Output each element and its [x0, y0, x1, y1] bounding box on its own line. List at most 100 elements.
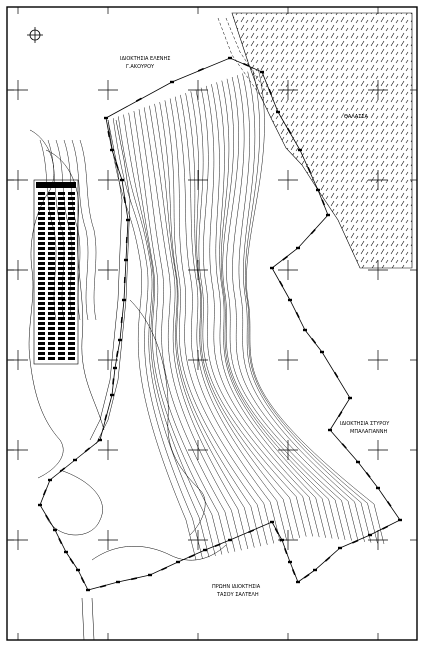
- boundary-vertex: [53, 528, 57, 532]
- plant-row: [48, 312, 55, 315]
- label-owner-north-2: Γ.ΑΚΟΥΡΟΥ: [126, 64, 155, 70]
- terrain-line-west: [28, 129, 64, 479]
- plant-row: [68, 312, 75, 315]
- plant-row: [68, 352, 75, 355]
- boundary-vertex: [116, 580, 120, 584]
- plant-row: [68, 207, 75, 210]
- boundary-vertex: [126, 218, 130, 222]
- plant-row: [48, 287, 55, 290]
- boundary-vertex: [303, 328, 307, 332]
- plant-row: [38, 277, 45, 280]
- plantation-block-outline: [33, 179, 79, 365]
- plant-row: [38, 212, 45, 215]
- segment-mark: [69, 558, 75, 565]
- plant-row: [48, 297, 55, 300]
- plant-row: [68, 252, 75, 255]
- contour-line: [164, 100, 268, 545]
- plant-row: [48, 342, 55, 345]
- plant-row: [48, 202, 55, 205]
- boundary-vertex: [288, 298, 292, 302]
- boundary-vertex: [398, 518, 402, 522]
- plant-row: [58, 317, 65, 320]
- plant-row: [58, 267, 65, 270]
- contour-line: [238, 73, 365, 542]
- plant-row: [68, 337, 75, 340]
- grid-cross: [278, 530, 298, 550]
- plant-row: [38, 312, 45, 315]
- plant-row: [38, 262, 45, 265]
- boundary-vertex: [313, 568, 317, 572]
- plant-row: [58, 222, 65, 225]
- plant-row: [48, 322, 55, 325]
- plant-row: [58, 272, 65, 275]
- plant-row: [38, 297, 45, 300]
- contour-line: [118, 116, 210, 558]
- grid-cross: [188, 80, 208, 100]
- boundary-vertex: [296, 580, 300, 584]
- contour-line: [222, 78, 346, 540]
- contour-line: [79, 139, 97, 321]
- segment-mark: [115, 350, 119, 358]
- segment-mark: [279, 280, 284, 287]
- contour-line: [200, 87, 313, 537]
- plant-row: [48, 327, 55, 330]
- boundary-vertex: [170, 80, 174, 84]
- plant-row: [48, 332, 55, 335]
- label-owner-south-2: ΤΑΣΟΥ ΣΑΛΤΕΛΗ: [216, 592, 259, 598]
- boundary-vertex: [348, 396, 352, 400]
- plant-row: [48, 267, 55, 270]
- boundary-vertex: [124, 258, 128, 262]
- boundary-vertex: [98, 438, 102, 442]
- boundary-vertex: [228, 538, 232, 542]
- grid-cross: [98, 170, 118, 190]
- plant-row: [38, 272, 45, 275]
- plant-row: [68, 347, 75, 350]
- contour-line: [149, 105, 249, 550]
- boundary-vertex: [376, 486, 380, 490]
- plant-row: [68, 257, 75, 260]
- plant-row: [38, 337, 45, 340]
- boundary-vertex: [228, 56, 232, 60]
- contour-line: [133, 110, 229, 554]
- plant-row: [58, 302, 65, 305]
- plant-row: [48, 262, 55, 265]
- boundary-vertex: [110, 148, 114, 152]
- segment-mark: [268, 88, 273, 96]
- label-owner-east-2: ΜΠΑΛΑΓΙΑΝΝΗ: [350, 429, 387, 435]
- plant-row: [48, 337, 55, 340]
- plant-row: [68, 292, 75, 295]
- plant-row: [68, 227, 75, 230]
- boundary-vertex: [270, 520, 274, 524]
- grid-cross: [188, 440, 208, 460]
- segment-mark: [333, 371, 339, 378]
- plant-row: [58, 257, 65, 260]
- terrain-line-center: [129, 299, 206, 536]
- grid-cross: [278, 350, 298, 370]
- segment-mark: [310, 228, 316, 235]
- plant-row: [68, 272, 75, 275]
- grid-cross: [278, 80, 298, 100]
- grid-crosshairs: [7, 7, 417, 640]
- plant-row: [38, 242, 45, 245]
- contour-line: [71, 139, 89, 321]
- plant-row: [68, 232, 75, 235]
- plant-row: [58, 347, 65, 350]
- contour-line: [123, 114, 216, 556]
- plant-row: [48, 357, 55, 360]
- terrain-line-west-inner: [45, 149, 105, 431]
- plant-row: [48, 227, 55, 230]
- plant-row: [38, 352, 45, 355]
- plant-row: [38, 357, 45, 360]
- sheet-frame: [6, 6, 418, 641]
- segment-mark: [120, 316, 123, 324]
- boundary-vertex: [38, 503, 42, 507]
- contour-line: [174, 96, 281, 543]
- boundary-vertex: [148, 573, 152, 577]
- plant-row: [58, 287, 65, 290]
- segment-mark: [311, 338, 317, 344]
- plant-row: [58, 202, 65, 205]
- plant-row: [68, 267, 75, 270]
- segment-mark: [352, 539, 359, 544]
- plant-row: [58, 332, 65, 335]
